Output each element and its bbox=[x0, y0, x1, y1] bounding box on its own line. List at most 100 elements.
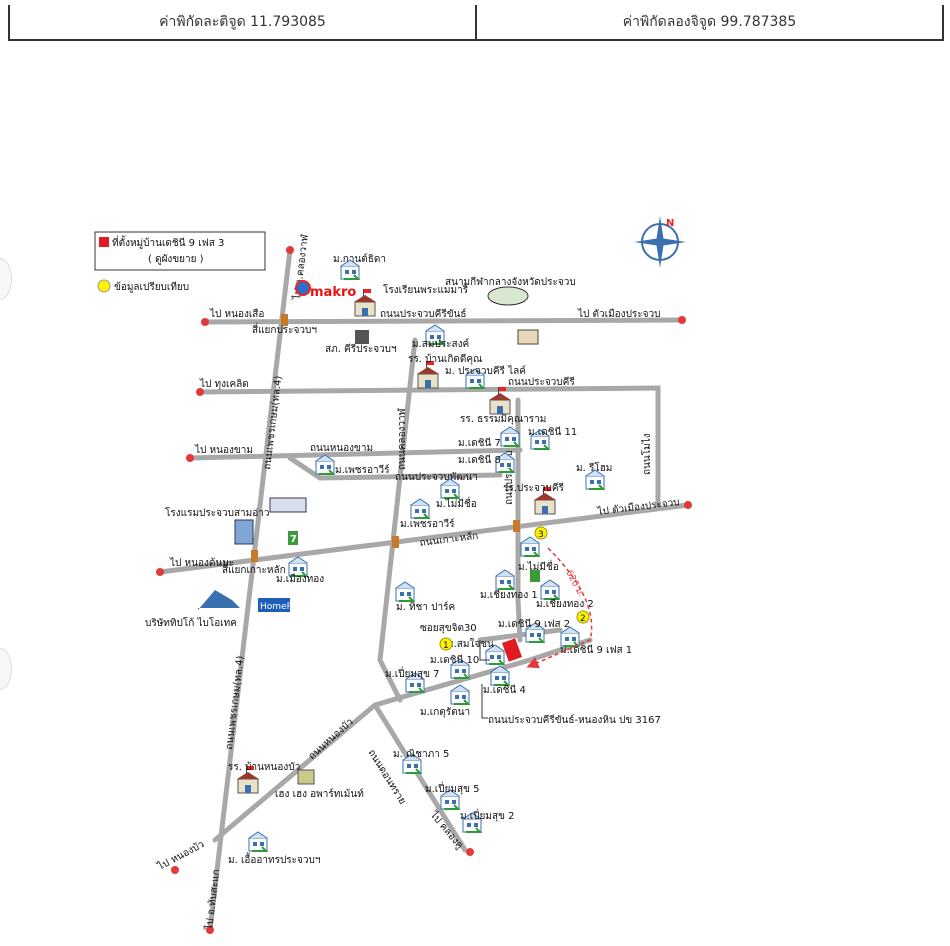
compass-icon: N bbox=[634, 216, 686, 268]
road-label-ko-lak: ถนนเกาะหลัก bbox=[419, 531, 479, 549]
road-nong-kham bbox=[187, 447, 523, 461]
dir-city-1: ไป ตัวเมืองประจวบ bbox=[577, 308, 660, 320]
place-mai-chue-2: ม.ไม่มีชื่อ bbox=[518, 559, 559, 573]
road-label-prachuap-phatthana: ถนนประจวบพัฒนา bbox=[395, 472, 478, 483]
road-east-vertical bbox=[515, 397, 523, 643]
place-dechini-11: ม.เดชินี 11 bbox=[528, 426, 577, 438]
place-tham-khon: รร. ธรรมมิคุณาราม bbox=[460, 414, 546, 425]
building-icons bbox=[198, 280, 540, 785]
place-phetcharat: ม.เพชรอาวีร์ bbox=[335, 464, 390, 476]
distance-label: 620 ม. bbox=[563, 569, 585, 599]
dir-city-2: ไป ตัวเมืองประจวบ bbox=[596, 496, 680, 518]
place-makro: makro bbox=[310, 285, 356, 300]
compare-marker-3 bbox=[534, 526, 548, 540]
road-mid-vertical bbox=[377, 337, 418, 703]
place-ue-athon: ม. เอื้ออาทรประจวบฯ bbox=[228, 852, 321, 866]
compare-swatch bbox=[97, 279, 111, 293]
road-label-nong-kham: ถนนหนองขาม bbox=[310, 443, 373, 454]
coordinate-table: ค่าพิกัดละติจูด 11.793085 ค่าพิกัดลองจิจ… bbox=[8, 5, 944, 41]
latitude-cell: ค่าพิกัดละติจูด 11.793085 bbox=[159, 14, 326, 30]
place-biamsuk-7: ม.เปี่ยมสุข 7 bbox=[385, 666, 439, 680]
project-site bbox=[502, 638, 522, 662]
longitude-cell: ค่าพิกัดลองจิจูด 99.787385 bbox=[475, 5, 942, 39]
road-label-nong-mai: ถนนโมไง bbox=[640, 433, 653, 475]
road-label-soi-30: ซอยสุขจิต30 bbox=[420, 623, 477, 634]
road-phetkasem bbox=[207, 247, 293, 933]
road-label-phetkasem-lower: ถนนเพชรเกษม(ทล.4) bbox=[224, 655, 246, 750]
road-label-prachuap-2: ถนนประจวบ bbox=[504, 450, 515, 505]
road-nong-bua bbox=[212, 702, 378, 843]
place-biamsuk-5: ม.เปี่ยมสุข 5 bbox=[425, 781, 479, 795]
road-labels: ถนนเพชรเกษม(ทล.4) ถนนเพชรเกษม(ทล.4) ถนนป… bbox=[224, 308, 661, 807]
jn-prachuap: สี่แยกประจวบฯ bbox=[252, 322, 317, 336]
place-sabai-park: ม. ทิชา ปาร์ค bbox=[396, 601, 455, 613]
road-prachuap-khiri-khan bbox=[202, 317, 685, 325]
place-dechini-7: ม.เดชินี 7 bbox=[458, 437, 501, 449]
roads bbox=[157, 247, 691, 933]
place-ban-koet: รร. บ้านเกิดดีคุณ bbox=[408, 353, 482, 365]
compare-marker-2 bbox=[576, 610, 590, 624]
place-mai-chue-1: ม.ไม่มีชื่อ bbox=[436, 496, 477, 510]
place-hotel: โรงแรมประจวบสามอ่าว bbox=[165, 506, 270, 519]
jn-ko-lak: สี่แยกเกาะหลัก bbox=[222, 562, 286, 576]
place-dechini-10: ม.เดชินี 10 bbox=[430, 654, 479, 666]
road-don-sai bbox=[372, 702, 468, 853]
road-prachuap-khiri bbox=[197, 385, 661, 508]
dir-thap-sakae: ไป อ.ทับสะแก bbox=[203, 869, 222, 932]
place-nichapha-5: ม. ณิชาภา 5 bbox=[393, 749, 449, 760]
intersection-lights bbox=[251, 314, 520, 562]
road-ko-lak bbox=[157, 502, 691, 575]
place-eng-heng: เฮง เฮง อพาร์ทเม้นท์ bbox=[275, 788, 364, 800]
legend-compare-label: ข้อมูลเปรียบเทียบ bbox=[114, 281, 189, 293]
place-company: บริษัททิปโก้ ไบโอเทค bbox=[145, 616, 237, 629]
place-kanthida: ม.กานต์ธิดา bbox=[333, 253, 386, 265]
legend-project-label: ที่ตั้งหมู่บ้านเดชินี 9 เฟส 3 bbox=[112, 235, 224, 249]
place-labels: ม.กานต์ธิดา โรงเรียนพระแมมารี makro สนาม… bbox=[145, 253, 632, 866]
dir-nong-kham: ไป หนองขาม bbox=[194, 444, 253, 456]
place-dechini-8: ม.เดชินี 8 bbox=[458, 454, 501, 466]
road-label-nong-bua: ถนนหนองบัว bbox=[307, 717, 356, 763]
place-dechini-4: ม.เดชินี 4 bbox=[483, 684, 526, 696]
direction-arrows bbox=[156, 246, 692, 934]
place-homepro: HomePro bbox=[260, 602, 301, 612]
place-school-phra: โรงเรียนพระแมมารี bbox=[383, 283, 469, 296]
dir-nong-ton-ma: ไป หนองต้นมะ bbox=[169, 557, 234, 569]
svg-text:N: N bbox=[666, 218, 674, 229]
place-phetcharat-2: ม.เพชรอาวีร์ bbox=[400, 518, 455, 530]
intersection-labels: สี่แยกประจวบฯ สี่แยกเกาะหลัก bbox=[222, 322, 317, 576]
compare-marker-2-num: 2 bbox=[580, 614, 586, 624]
place-school-prachuap: รร.ประจวบคีรี bbox=[503, 482, 565, 494]
homepro-logo bbox=[258, 598, 290, 612]
place-dechini-9-2: ม.เดชินี 9 เฟส 2 bbox=[498, 618, 570, 630]
place-biamsuk-2: ม.เปี่ยมสุข 2 bbox=[460, 808, 514, 822]
place-chiang-thong-2: ม.เชียงทอง 2 bbox=[536, 598, 594, 610]
dir-nong-bua: ไป หนองบัว bbox=[155, 838, 206, 873]
dir-thung-khlet: ไป ทุงเคลิด bbox=[199, 378, 249, 390]
road-label-prachuap-khiri-khan: ถนนประจวบคีรีขันธ์ bbox=[380, 308, 466, 320]
legend-project-sublabel: ( ดูผังขยาย ) bbox=[148, 254, 204, 265]
place-kathuk: ม.เกตุรัตนา bbox=[420, 707, 470, 718]
project-swatch bbox=[99, 237, 109, 247]
compare-marker-1-num: 1 bbox=[443, 641, 449, 651]
road-label-prachuap-khiri: ถนนประจวบคีรี bbox=[508, 376, 575, 388]
place-chiang-thong-1: ม.เชียงทอง 1 bbox=[480, 589, 538, 601]
place-school-nongbua: รร. บ้านหนองบัว bbox=[228, 761, 300, 773]
road-label-nong-hin: ถนนประจวบคีรีขันธ์-หนองหิน ปข 3167 bbox=[488, 714, 661, 726]
road-soi-30 bbox=[477, 627, 563, 643]
place-rihom: ม. รีโฮม bbox=[576, 461, 612, 474]
place-dechini-9-1: ม.เดชินี 9 เฟส 1 bbox=[560, 644, 632, 656]
road-prachuap-phatthana bbox=[287, 455, 503, 481]
dir-nong-suea: ไป หนองเสือ bbox=[209, 308, 264, 320]
road-label-khlong-wan: ถนนคลองวาฬ bbox=[396, 407, 408, 470]
place-prachuap-light: ม. ประจวบคีรี ไลค์ bbox=[445, 365, 526, 377]
place-stadium: สนามกีฬากลางจังหวัดประจวบ bbox=[445, 276, 576, 288]
place-mueang-thong: ม.เมืองทอง bbox=[276, 573, 324, 585]
legend: ที่ตั้งหมู่บ้านเดชินี 9 เฟส 3 ( ดูผังขยา… bbox=[94, 231, 266, 293]
compare-marker-3-num: 3 bbox=[538, 530, 544, 540]
compare-marker-1 bbox=[439, 637, 453, 651]
place-sombun: ม.สมประสงค์ bbox=[412, 338, 469, 350]
place-police: สภ. คีรีประจวบฯ bbox=[325, 343, 397, 355]
distance-arrow bbox=[526, 547, 593, 669]
place-som-chai: ม.สมใจชน bbox=[447, 638, 494, 650]
